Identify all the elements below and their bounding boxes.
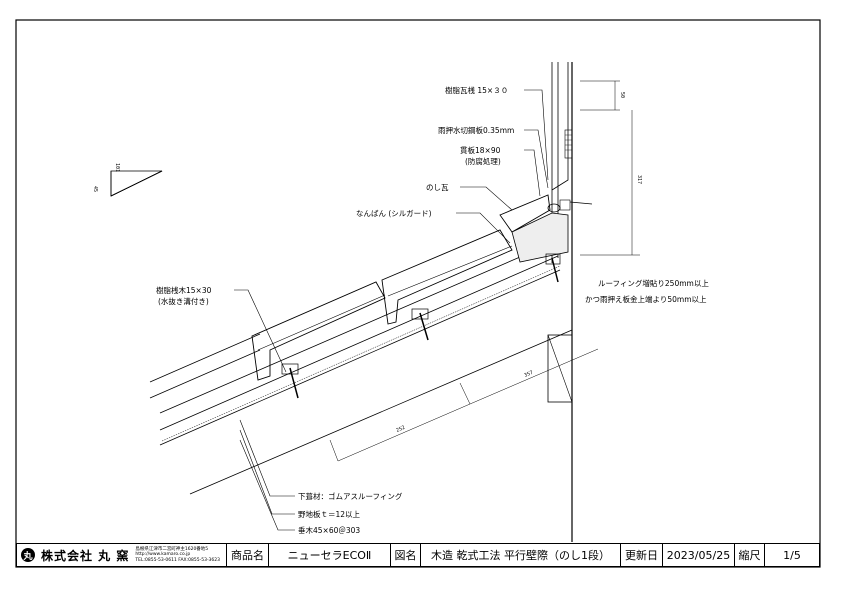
batten-screws: [281, 253, 561, 399]
dim-317: 317: [636, 175, 642, 184]
dimensions: 50 317 252 357: [329, 80, 642, 462]
company-name: 株式会社 丸 窯: [41, 548, 130, 563]
company-website: http://www.kamaro.co.jp: [135, 552, 191, 558]
label-nukiita-note: (防腐処理): [465, 156, 501, 166]
updated-value: 2023/05/25: [663, 544, 735, 566]
label-nojiita: 野地板ｔ＝12以上: [298, 509, 361, 519]
label-nukiita: 貫板18×90: [460, 145, 501, 155]
dim-357: 357: [523, 370, 534, 379]
updated-label: 更新日: [621, 544, 663, 566]
company-cell: 丸 株式会社 丸 窯 島根県江津市二宮町神主1620番地5 http://www…: [17, 544, 227, 566]
product-value: ニューセラECOⅡ: [269, 544, 391, 566]
annotations: 樹脂瓦桟 15×３０ 雨押水切鋼板0.35mm 貫板18×90 (防腐処理) の…: [156, 85, 709, 535]
title-block: 丸 株式会社 丸 窯 島根県江津市二宮町神主1620番地5 http://www…: [16, 543, 820, 567]
leader-lines: [234, 89, 549, 531]
company-logo: 丸: [21, 548, 35, 562]
slope-rise: 45: [92, 186, 98, 192]
scale-value: 1/5: [783, 548, 801, 562]
product-label: 商品名: [227, 544, 269, 566]
drawing-value: 木造 乾式工法 平行壁際（のし1段）: [421, 544, 621, 566]
label-roofing-2: かつ雨押え板金上端より50mm以上: [585, 294, 707, 304]
scale-label: 縮尺: [735, 544, 765, 566]
label-nanban: なんばん (シルガード): [356, 208, 432, 218]
label-jushi-sanki-note: (水抜き溝付き): [158, 296, 209, 306]
company-info: 島根県江津市二宮町神主1620番地5 http://www.kamaro.co.…: [135, 547, 220, 564]
dim-50: 50: [619, 92, 625, 98]
roof-tiles: [251, 194, 593, 381]
slope-indicator: 101 45: [92, 163, 163, 197]
label-jushi-sanki: 樹脂桟木15×30: [156, 285, 212, 295]
slope-run: 101: [114, 163, 120, 172]
drawing-frame: [15, 19, 821, 568]
drawing-label: 図名: [391, 544, 421, 566]
label-amaosae-mizukiri: 雨押水切鋼板0.35mm: [438, 125, 514, 135]
company-address: 島根県江津市二宮町神主1620番地5: [135, 546, 209, 552]
label-roofing-1: ルーフィング増貼り250mm以上: [598, 278, 709, 288]
dim-252: 252: [395, 425, 406, 434]
label-shitabuki: 下葺材：ゴムアスルーフィング: [298, 491, 403, 501]
wall: [547, 62, 573, 542]
roof-layers: [149, 255, 573, 495]
company-phone: TEL:0855-53-0611 FAX:0855-53-3623: [135, 557, 221, 563]
label-noshi-gawara: のし瓦: [426, 183, 449, 192]
label-taruki: 垂木45×60＠303: [298, 525, 360, 535]
label-jushi-gawara-san: 樹脂瓦桟 15×３０: [445, 85, 508, 95]
